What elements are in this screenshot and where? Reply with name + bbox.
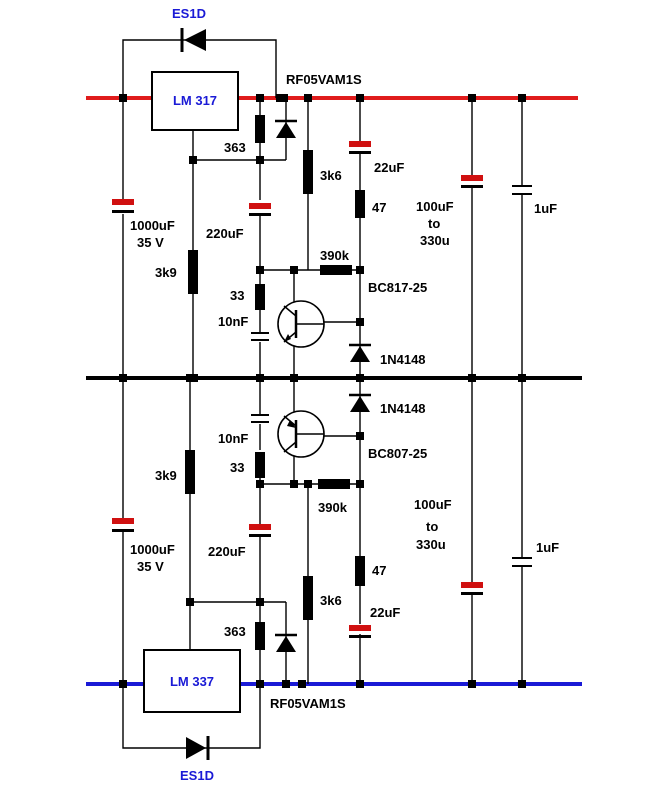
r363-top-label: 363 [224, 140, 246, 155]
bc817-label: BC817-25 [368, 280, 427, 295]
lm317-label: LM 317 [173, 93, 217, 108]
c1000uf-bottom-voltage-label: 35 V [137, 559, 164, 574]
r3k6-top-label: 3k6 [320, 168, 342, 183]
r47-top-resistor [355, 190, 365, 218]
r3k6-bottom-label: 3k6 [320, 593, 342, 608]
r33-bottom-resistor [255, 452, 265, 478]
lm337-regulator [143, 649, 241, 713]
r390k-bottom-label: 390k [318, 500, 348, 515]
r363-bottom-resistor [255, 622, 265, 650]
c1000uf-top-capacitor [112, 199, 134, 213]
c220uf-top-label: 220uF [206, 226, 244, 241]
c22uf-top-capacitor [349, 141, 371, 154]
c100uf-top-label: 100uF [416, 199, 454, 214]
r47-bottom-resistor [355, 556, 365, 586]
r390k-top-label: 390k [320, 248, 350, 263]
rf05-top-label: RF05VAM1S [286, 72, 362, 87]
c100uf-top-range-label: 330u [420, 233, 450, 248]
c10nf-bottom-capacitor [251, 414, 269, 423]
r390k-top-resistor [320, 265, 352, 275]
rf05-top-diode-icon [275, 119, 297, 138]
r33-top-label: 33 [230, 288, 244, 303]
junction-dots [119, 94, 526, 688]
es1d-top-label: ES1D [172, 6, 206, 21]
1n4148-top-diode-icon [349, 343, 371, 362]
c1uf-bottom-capacitor [512, 557, 532, 567]
r47-top-label: 47 [372, 200, 386, 215]
1n4148-bottom-label: 1N4148 [380, 401, 426, 416]
c1000uf-bottom-label: 1000uF [130, 542, 175, 557]
r47-bottom-label: 47 [372, 563, 386, 578]
lm317-regulator [151, 71, 239, 131]
c10nf-top-capacitor [251, 332, 269, 341]
c220uf-bottom-capacitor [249, 524, 271, 537]
r3k9-top-resistor [188, 250, 198, 294]
c100uf-bottom-capacitor [461, 582, 483, 595]
c22uf-top-label: 22uF [374, 160, 404, 175]
r33-bottom-label: 33 [230, 460, 244, 475]
c1uf-bottom-label: 1uF [536, 540, 559, 555]
c22uf-bottom-label: 22uF [370, 605, 400, 620]
c220uf-bottom-label: 220uF [208, 544, 246, 559]
c1000uf-top-voltage-label: 35 V [137, 235, 164, 250]
c1000uf-bottom-capacitor [112, 518, 134, 532]
r363-bottom-label: 363 [224, 624, 246, 639]
c100uf-bottom-label: 100uF [414, 497, 452, 512]
c1000uf-top-label: 1000uF [130, 218, 175, 233]
bc817-transistor-icon [277, 300, 325, 348]
r3k9-top-label: 3k9 [155, 265, 177, 280]
c220uf-top-capacitor [249, 203, 271, 216]
es1d-bottom-label: ES1D [180, 768, 214, 783]
1n4148-top-label: 1N4148 [380, 352, 426, 367]
r363-top-resistor [255, 115, 265, 143]
rf05-bottom-diode-icon [275, 633, 297, 652]
c100uf-top-capacitor [461, 175, 483, 188]
1n4148-bottom-diode-icon [349, 393, 371, 412]
es1d-top-diode-icon [180, 28, 206, 52]
r3k6-top-resistor [303, 150, 313, 194]
r3k6-bottom-resistor [303, 576, 313, 620]
c10nf-top-label: 10nF [218, 314, 248, 329]
r3k9-bottom-label: 3k9 [155, 468, 177, 483]
r33-top-resistor [255, 284, 265, 310]
c1uf-top-label: 1uF [534, 201, 557, 216]
c22uf-bottom-capacitor [349, 625, 371, 638]
c10nf-bottom-label: 10nF [218, 431, 248, 446]
c100uf-bottom-range-label: 330u [416, 537, 446, 552]
r390k-bottom-resistor [318, 479, 350, 489]
r3k9-bottom-resistor [185, 450, 195, 494]
c1uf-top-capacitor [512, 185, 532, 195]
c100uf-bottom-to-label: to [426, 519, 438, 534]
bc807-transistor-icon [277, 410, 325, 458]
rf05-bottom-label: RF05VAM1S [270, 696, 346, 711]
es1d-bottom-diode-icon [186, 736, 210, 760]
c100uf-top-to-label: to [428, 216, 440, 231]
lm337-label: LM 337 [170, 674, 214, 689]
bc807-label: BC807-25 [368, 446, 427, 461]
